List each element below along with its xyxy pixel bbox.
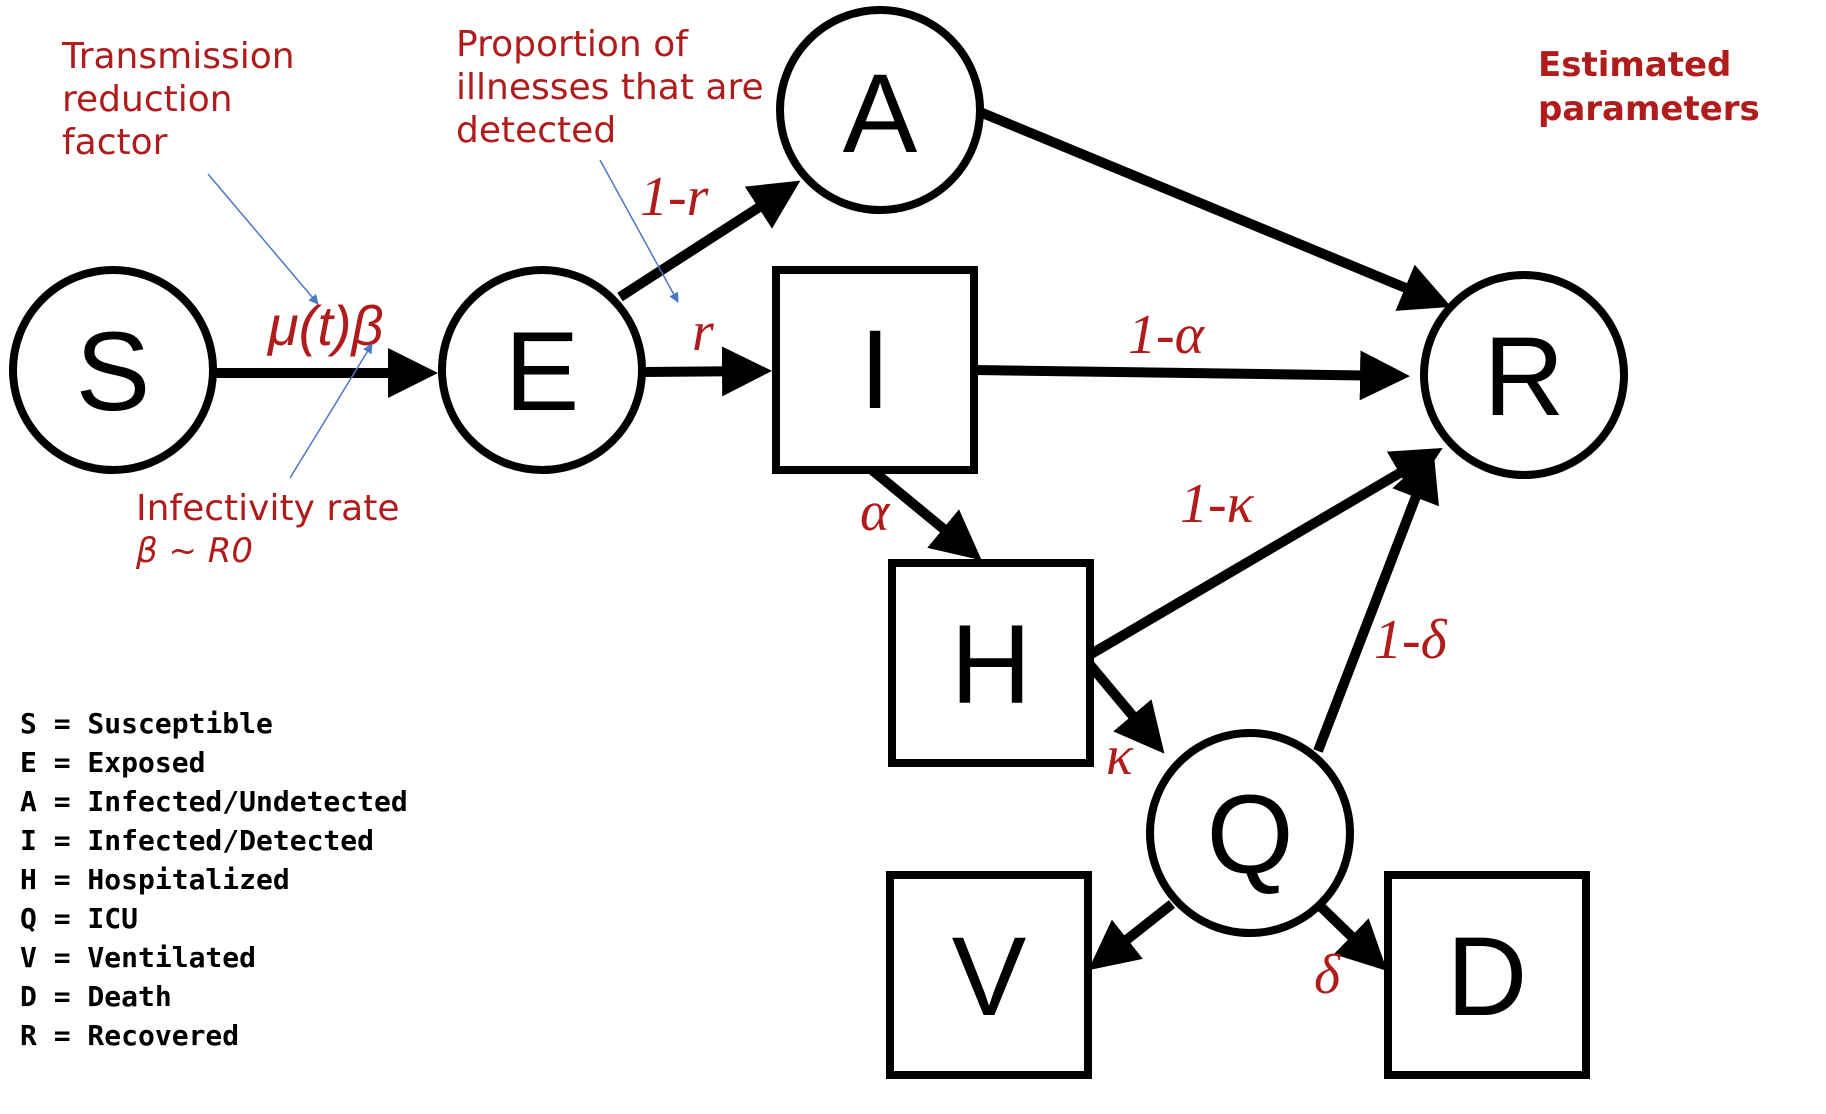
node-h-label: H bbox=[951, 602, 1032, 727]
edge-label-h-to-q: κ bbox=[1106, 725, 1134, 787]
edge-q-to-r bbox=[1313, 450, 1439, 753]
edge-label-i-to-r: 1-α bbox=[1128, 304, 1206, 366]
pointer-proportion-detected bbox=[599, 159, 679, 303]
pointer-infectivity-rate bbox=[289, 343, 373, 479]
annotation-line: parameters bbox=[1538, 89, 1760, 129]
edge-label-i-to-h: α bbox=[860, 481, 891, 543]
annotation-line: Estimated bbox=[1538, 45, 1731, 85]
legend-item: S = Susceptible bbox=[20, 707, 273, 740]
annotation-line: detected bbox=[456, 110, 616, 151]
edge-q-to-d bbox=[1314, 900, 1388, 971]
node-e-label: E bbox=[505, 309, 580, 434]
legend-item: H = Hospitalized bbox=[20, 863, 290, 896]
legend-item: D = Death bbox=[20, 980, 172, 1013]
node-s-label: S bbox=[76, 309, 151, 434]
legend-item: E = Exposed bbox=[20, 746, 205, 779]
node-e: E bbox=[438, 266, 646, 474]
node-i-label: I bbox=[859, 307, 890, 432]
node-i: I bbox=[772, 266, 978, 474]
annotation-line: illnesses that are bbox=[456, 67, 764, 108]
edge-label-s-to-e: μ(t)β bbox=[266, 294, 384, 357]
legend-item: Q = ICU bbox=[20, 902, 138, 935]
edge-label-h-to-r: 1-κ bbox=[1180, 473, 1255, 535]
node-r-label: R bbox=[1484, 314, 1565, 439]
edge-label-e-to-a: 1-r bbox=[640, 166, 709, 228]
annotation-line: Infectivity rate bbox=[136, 488, 399, 529]
annotation-estimated-parameters: Estimated parameters bbox=[1538, 45, 1760, 129]
annotation-infectivity-rate: Infectivity rate β ~ R0 bbox=[135, 488, 399, 571]
node-r: R bbox=[1420, 271, 1628, 479]
annotation-transmission-reduction: Transmission reduction factor bbox=[61, 36, 295, 163]
annotation-formula: β ~ R0 bbox=[135, 531, 253, 571]
edge-i-to-r bbox=[973, 350, 1410, 401]
edge-e-to-a bbox=[617, 180, 801, 302]
node-a: A bbox=[776, 6, 984, 214]
node-a-label: A bbox=[843, 51, 918, 176]
annotation-line: reduction bbox=[62, 79, 233, 120]
node-v: V bbox=[886, 871, 1092, 1079]
annotation-proportion-detected: Proportion of illnesses that are detecte… bbox=[456, 24, 764, 151]
node-q-label: Q bbox=[1206, 772, 1293, 897]
edge-a-to-r bbox=[978, 107, 1452, 311]
pointer-transmission-reduction bbox=[207, 173, 319, 305]
node-d: D bbox=[1384, 871, 1590, 1079]
edge-h-to-r bbox=[1083, 447, 1443, 662]
annotation-line: Proportion of bbox=[456, 24, 689, 65]
edge-h-to-q bbox=[1082, 656, 1165, 754]
annotation-line: Transmission bbox=[61, 36, 295, 77]
legend-item: A = Infected/Undetected bbox=[20, 785, 408, 818]
node-h: H bbox=[888, 559, 1094, 767]
legend-item: R = Recovered bbox=[20, 1019, 239, 1052]
edge-label-q-to-d: δ bbox=[1314, 944, 1341, 1006]
edge-e-to-i bbox=[643, 346, 772, 397]
edge-label-q-to-r: 1-δ bbox=[1374, 609, 1448, 671]
node-v-label: V bbox=[952, 914, 1027, 1039]
node-q: Q bbox=[1146, 729, 1354, 937]
annotation-line: factor bbox=[62, 122, 168, 163]
edge-label-e-to-i: r bbox=[692, 301, 714, 363]
legend: S = Susceptible E = Exposed A = Infected… bbox=[20, 707, 408, 1052]
edge-i-to-h bbox=[868, 466, 982, 561]
legend-item: I = Infected/Detected bbox=[20, 824, 374, 857]
legend-item: V = Ventilated bbox=[20, 941, 256, 974]
edge-q-to-v bbox=[1088, 900, 1176, 971]
node-d-label: D bbox=[1447, 914, 1528, 1039]
node-s: S bbox=[9, 266, 217, 474]
